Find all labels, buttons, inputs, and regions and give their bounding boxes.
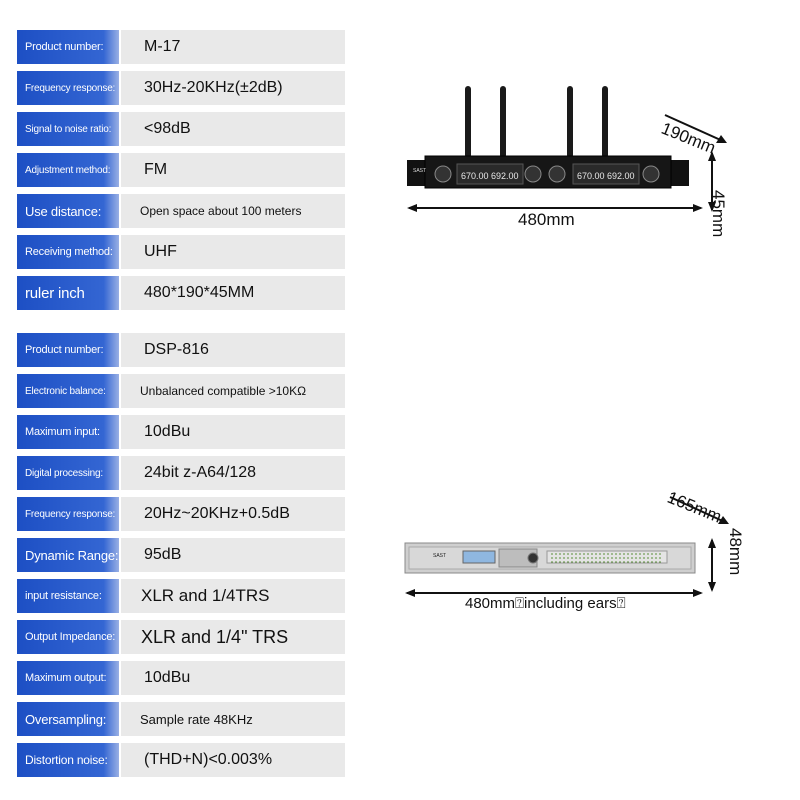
- spec-value: Open space about 100 meters: [121, 194, 345, 228]
- spec-value: 480*190*45MM: [121, 276, 345, 310]
- knob: [548, 165, 566, 183]
- spec-label: Electronic balance:: [17, 374, 119, 408]
- spec-value: M-17: [121, 30, 345, 64]
- spec-value: 10dBu: [121, 415, 345, 449]
- spec-value: XLR and 1/4TRS: [121, 579, 345, 613]
- spec-label: Oversampling:: [17, 702, 119, 736]
- knob: [524, 165, 542, 183]
- svg-text:670.00 692.00: 670.00 692.00: [577, 171, 635, 181]
- spec-row: Maximum input: 10dBu: [17, 415, 345, 449]
- height-label: 48mm: [726, 528, 745, 576]
- dsp-processor-image: SAST: [404, 496, 729, 597]
- knob: [527, 552, 539, 564]
- spec-value: Unbalanced compatible >10KΩ: [121, 374, 345, 408]
- spec-row: Use distance: Open space about 100 meter…: [17, 194, 345, 228]
- spec-label: Adjustment method:: [17, 153, 119, 187]
- spec-value: DSP-816: [121, 333, 345, 367]
- knob: [642, 165, 660, 183]
- spec-label: Distortion noise:: [17, 743, 119, 777]
- spec-label: Frequency response:: [17, 497, 119, 531]
- spec-label: Maximum output:: [17, 661, 119, 695]
- spec-row: Oversampling: Sample rate 48KHz: [17, 702, 345, 736]
- receiver-brand: SAST: [413, 168, 426, 174]
- spec-row: Digital processing: 24bit z-A64/128: [17, 456, 345, 490]
- spec-label: ruler inch: [17, 276, 119, 310]
- spec-label: input resistance:: [17, 579, 119, 613]
- spec-row: Product number: DSP-816: [17, 333, 345, 367]
- spec-row: Product number: M-17: [17, 30, 345, 64]
- spec-label: Output Impedance:: [17, 620, 119, 654]
- spec-label: Maximum input:: [17, 415, 119, 449]
- knob: [434, 165, 452, 183]
- height-label: 45mm: [709, 190, 728, 238]
- spec-label: Use distance:: [17, 194, 119, 228]
- spec-row: input resistance: XLR and 1/4TRS: [17, 579, 345, 613]
- antenna: [602, 86, 608, 158]
- display-right: [572, 163, 640, 185]
- spec-value: 20Hz~20KHz+0.5dB: [121, 497, 345, 531]
- spec-label: Digital processing:: [17, 456, 119, 490]
- antenna: [567, 86, 573, 158]
- spec-label: Dynamic Range:: [17, 538, 119, 572]
- spec-label: Receiving method:: [17, 235, 119, 269]
- display-left: [456, 163, 524, 185]
- processor-display: [462, 550, 496, 564]
- spec-label: Signal to noise ratio:: [17, 112, 119, 146]
- spec-row: Electronic balance: Unbalanced compatibl…: [17, 374, 345, 408]
- depth-arrow: [664, 114, 726, 143]
- svg-text:670.00 692.00: 670.00 692.00: [461, 171, 519, 181]
- spec-label: Product number:: [17, 333, 119, 367]
- processor-brand: SAST: [433, 553, 446, 559]
- spec-label: Product number:: [17, 30, 119, 64]
- spec-row: Signal to noise ratio: <98dB: [17, 112, 345, 146]
- spec-row: ruler inch 480*190*45MM: [17, 276, 345, 310]
- wireless-receiver-image: SAST 670.00 692.00 670.00 692.00: [407, 86, 727, 212]
- spec-value: 24bit z-A64/128: [121, 456, 345, 490]
- width-label: 480mm: [518, 210, 575, 229]
- width-label: 480mm⍰including ears⍰: [465, 595, 626, 612]
- meter-leds: [551, 553, 663, 563]
- spec-row: Dynamic Range: 95dB: [17, 538, 345, 572]
- spec-value: (THD+N)<0.003%: [121, 743, 345, 777]
- spec-value: 30Hz-20KHz(±2dB): [121, 71, 345, 105]
- spec-row: Maximum output: 10dBu: [17, 661, 345, 695]
- spec-row: Output Impedance: XLR and 1/4" TRS: [17, 620, 345, 654]
- spec-value: UHF: [121, 235, 345, 269]
- spec-row: Frequency response: 20Hz~20KHz+0.5dB: [17, 497, 345, 531]
- rack-ear: [407, 160, 429, 186]
- level-meters: [546, 550, 668, 564]
- antenna: [465, 86, 471, 158]
- spec-row: Adjustment method: FM: [17, 153, 345, 187]
- spec-value: FM: [121, 153, 345, 187]
- spec-row: Receiving method: UHF: [17, 235, 345, 269]
- rack-ear: [667, 160, 689, 186]
- spec-value: Sample rate 48KHz: [121, 702, 345, 736]
- spec-value: <98dB: [121, 112, 345, 146]
- spec-value: 10dBu: [121, 661, 345, 695]
- depth-arrow: [669, 496, 728, 524]
- spec-label: Frequency response:: [17, 71, 119, 105]
- spec-row: Frequency response: 30Hz-20KHz(±2dB): [17, 71, 345, 105]
- spec-value: XLR and 1/4" TRS: [121, 620, 345, 654]
- spec-value: 95dB: [121, 538, 345, 572]
- antenna: [500, 86, 506, 158]
- spec-row: Distortion noise: (THD+N)<0.003%: [17, 743, 345, 777]
